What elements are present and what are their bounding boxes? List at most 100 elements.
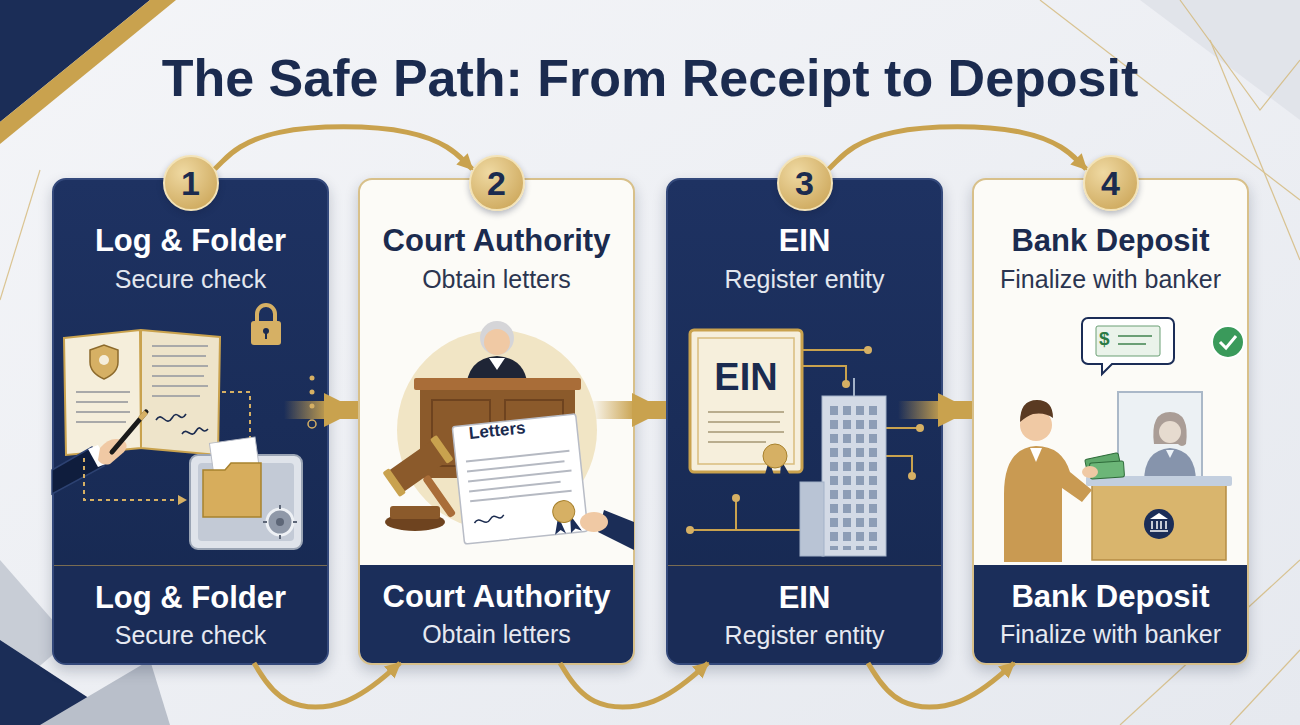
gavel xyxy=(422,474,456,518)
hand xyxy=(580,512,608,532)
step-number-badge: 1 xyxy=(163,155,219,211)
judge-bench xyxy=(432,400,490,466)
curved-arrow xyxy=(560,663,708,707)
gavel xyxy=(382,468,406,497)
teller xyxy=(1166,450,1174,458)
letters-document xyxy=(474,515,504,524)
court-backdrop xyxy=(397,330,597,530)
corner-decoration xyxy=(1140,0,1300,120)
gavel xyxy=(382,435,480,535)
cash xyxy=(1085,453,1122,476)
judge-bench xyxy=(420,386,575,478)
flow-guide xyxy=(222,392,250,438)
circuit-lines xyxy=(886,456,912,476)
padlock-icon xyxy=(257,305,275,322)
step-footer-band: Bank DepositFinalize with banker xyxy=(974,565,1247,663)
flow-guide xyxy=(84,458,178,500)
safe xyxy=(276,518,284,526)
customer xyxy=(1020,409,1052,441)
step-subtitle: Finalize with banker xyxy=(974,264,1247,294)
bank-counter xyxy=(1150,521,1168,531)
glass-partition xyxy=(1118,392,1202,484)
flow-arrow xyxy=(943,401,972,419)
court-backdrop xyxy=(397,330,597,530)
dot-trail xyxy=(310,390,315,395)
gavel xyxy=(385,513,445,531)
circuit-nodes xyxy=(842,380,850,388)
step-number-badge: 4 xyxy=(1083,155,1139,211)
judge-bench xyxy=(414,378,581,390)
approved-check xyxy=(1212,326,1244,358)
cash xyxy=(1082,453,1125,480)
teller xyxy=(1153,412,1186,446)
teller xyxy=(1159,421,1181,443)
office-building xyxy=(822,396,886,556)
step-heading: Bank Deposit xyxy=(974,578,1247,616)
office-building xyxy=(800,378,886,556)
judge-bench xyxy=(414,378,581,478)
letters-document xyxy=(553,514,582,535)
circuit-lines xyxy=(886,427,920,429)
teller xyxy=(1144,412,1196,482)
step-footer-band: Log & FolderSecure check xyxy=(54,565,327,663)
log-book xyxy=(141,330,220,455)
folder xyxy=(203,463,261,517)
curved-arrow xyxy=(254,663,400,707)
approved-check xyxy=(1212,326,1244,358)
circuit-lines xyxy=(690,529,800,531)
bank-counter xyxy=(1092,484,1226,560)
log-book xyxy=(156,414,186,421)
flow-guide xyxy=(84,392,255,505)
flow-arrow xyxy=(329,401,358,419)
hand-with-pen xyxy=(88,445,108,467)
title-layer: The Safe Path: From Receipt to Deposit xyxy=(0,48,1300,108)
bank-counter xyxy=(1086,476,1232,486)
dot-trail xyxy=(310,404,315,409)
hand xyxy=(580,510,634,550)
letters-document xyxy=(452,414,588,544)
corner-decoration xyxy=(40,660,170,725)
padlock-icon xyxy=(251,321,281,345)
log-book xyxy=(99,355,109,365)
log-book xyxy=(90,345,118,379)
log-book xyxy=(76,346,208,422)
customer xyxy=(1030,448,1042,462)
circuit-nodes xyxy=(686,346,924,534)
gavel xyxy=(386,438,450,494)
hand-with-pen xyxy=(52,447,104,494)
step-number: 4 xyxy=(1085,157,1137,209)
check-bubble xyxy=(1096,326,1160,356)
circuit-nodes xyxy=(864,346,872,354)
padlock-icon xyxy=(251,305,281,345)
step-card: Log & FolderSecure check1Log & FolderSec… xyxy=(52,178,329,665)
step-heading: Log & Folder xyxy=(54,579,327,617)
step-subtitle: Register entity xyxy=(668,264,941,294)
hand-with-pen xyxy=(112,412,146,452)
step-number: 1 xyxy=(165,157,217,209)
arrow-tail xyxy=(898,401,943,419)
step-heading: Court Authority xyxy=(360,578,633,616)
cash xyxy=(1089,461,1124,479)
step-number: 3 xyxy=(779,157,831,209)
diagram-title: The Safe Path: From Receipt to Deposit xyxy=(0,48,1300,108)
flow-arrow xyxy=(635,401,666,419)
letters-document xyxy=(466,451,574,502)
corner-decoration xyxy=(0,0,176,144)
customer xyxy=(1020,400,1053,422)
corner-decoration xyxy=(1180,0,1300,110)
judge xyxy=(484,329,510,355)
dot-trail xyxy=(308,420,316,428)
step-heading: EIN xyxy=(668,222,941,260)
arrow-tail xyxy=(284,401,329,419)
step-footer-band: Court AuthorityObtain letters xyxy=(360,565,633,663)
folder xyxy=(209,437,260,481)
flow-guide xyxy=(178,495,187,505)
step-subtitle: Obtain letters xyxy=(360,619,633,649)
judge xyxy=(466,321,528,392)
gavel xyxy=(430,435,454,464)
step-heading: EIN xyxy=(668,579,941,617)
